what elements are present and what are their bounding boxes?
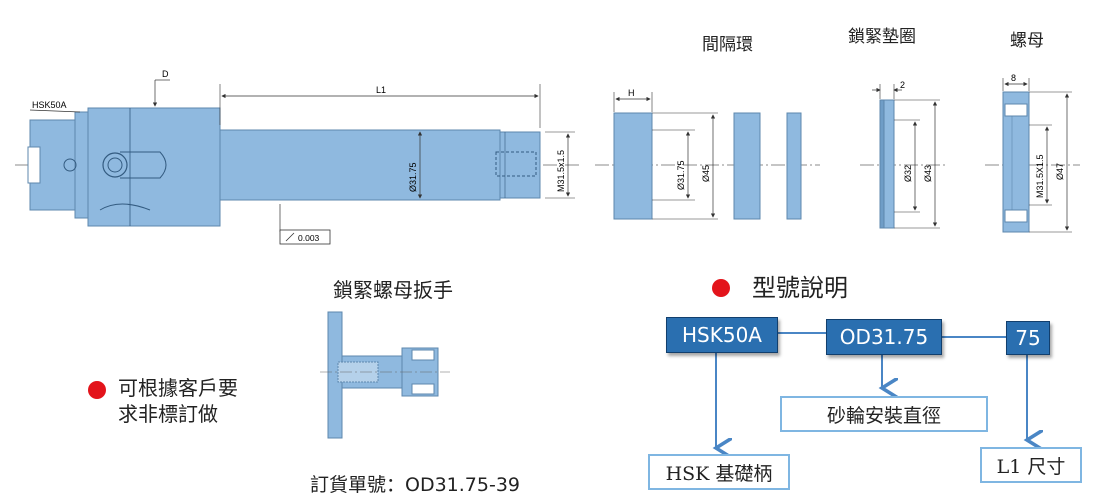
washer-inner-dia-label: Ø32 — [903, 165, 913, 182]
d-dim-label: D — [162, 69, 169, 79]
tolerance-label: 0.003 — [298, 233, 320, 243]
shaft-diameter-label: Ø31.75 — [408, 162, 418, 192]
custom-note-line2: 求非標訂做 — [118, 402, 218, 426]
custom-note: 可根據客戶要 求非標訂做 — [118, 375, 238, 427]
washer-outer-dia-label: Ø43 — [923, 165, 933, 182]
thread-label: M31.5x1.5 — [556, 150, 566, 192]
tolerance-frame — [279, 229, 331, 245]
desc-l1: L1 尺寸 — [980, 447, 1082, 483]
model-code-od: OD31.75 — [826, 319, 942, 355]
washer-width-label: 2 — [900, 80, 905, 90]
spacer-outer-dia-label: Ø45 — [701, 165, 711, 182]
hsk-dim-label: HSK50A — [32, 100, 67, 110]
model-code-hsk: HSK50A — [666, 317, 778, 353]
nut-dia-label: Ø47 — [1055, 163, 1065, 180]
desc-od: 砂輪安裝直徑 — [780, 396, 988, 432]
bullet-dot — [88, 381, 106, 399]
wrench-title: 鎖緊螺母扳手 — [333, 278, 453, 302]
tool-holder-body — [27, 107, 541, 227]
spacer-inner-dia-label: Ø31.75 — [676, 160, 686, 190]
spacer-title: 間隔環 — [702, 35, 753, 55]
lock-washer — [879, 99, 895, 229]
nut-title: 螺母 — [1010, 31, 1044, 51]
custom-note-line1: 可根據客戶要 — [118, 376, 238, 400]
spacer-ring-large — [613, 112, 653, 220]
lock-nut-wrench — [320, 311, 450, 439]
desc-hsk: HSK 基礎柄 — [648, 454, 790, 490]
nut-section — [1002, 91, 1030, 233]
washer-title: 鎖緊墊圈 — [848, 27, 916, 47]
order-number: 訂貨單號：OD31.75-39 — [310, 474, 521, 496]
spacer-ring-thin — [786, 112, 802, 220]
bullet-dot — [712, 279, 730, 297]
spacer-ring-medium — [733, 112, 761, 220]
spacer-h-label: H — [628, 88, 635, 98]
model-code-l1: 75 — [1006, 321, 1050, 355]
nut-thread-label: M31.5X1.5 — [1035, 154, 1045, 198]
model-title: 型號說明 — [752, 274, 848, 302]
nut-width-label: 8 — [1011, 73, 1016, 83]
l1-dim-label: L1 — [376, 85, 386, 95]
